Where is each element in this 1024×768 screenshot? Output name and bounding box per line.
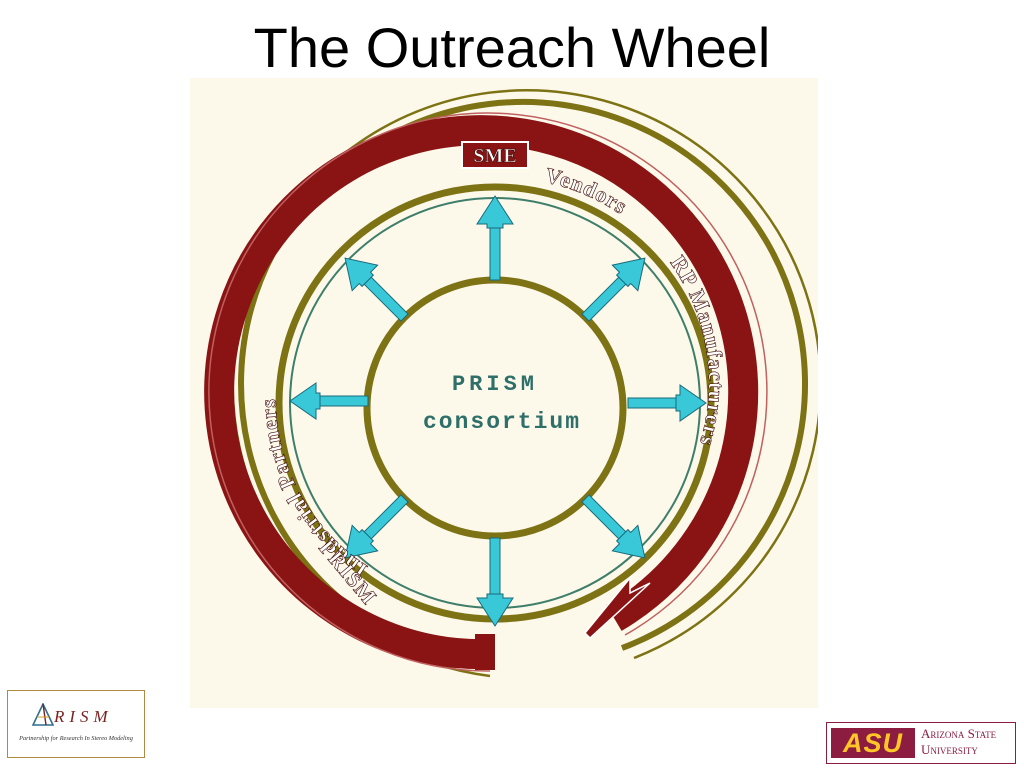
prism-logo-tagline: Partnership for Research In Stereo Model… [19, 735, 133, 742]
asu-name: Arizona State University [921, 726, 996, 758]
asu-mark-text: ASU [842, 728, 903, 758]
arrow-left [289, 382, 369, 420]
prism-logo-word: RISM [54, 707, 113, 726]
arrow-down-right [581, 494, 646, 559]
asu-name-line2: University [921, 742, 978, 757]
outreach-wheel-diagram: PRISM consortium SME Vendors RP Manufact… [190, 78, 818, 708]
radial-arrows [289, 195, 707, 627]
asu-mark: ASU [831, 728, 915, 758]
asu-logo: ASU Arizona State University [826, 722, 1016, 764]
asu-name-line1: Arizona State [921, 726, 997, 741]
arrow-up-left [344, 257, 409, 322]
red-ring-arrowhead [583, 575, 651, 640]
red-ring-edge [208, 112, 768, 672]
outer-ring-1 [238, 99, 808, 667]
arrow-down-left [344, 494, 409, 559]
outreach-wheel-svg: PRISM consortium SME Vendors RP Manufact… [190, 78, 818, 708]
arrow-up [476, 195, 514, 281]
center-text-line1: PRISM [452, 372, 538, 397]
red-ring-tail [475, 634, 495, 670]
arrow-right [627, 384, 707, 422]
prism-logo: RISM Partnership for Research In Stereo … [7, 690, 145, 758]
slide-title: The Outreach Wheel [253, 16, 771, 79]
arrow-up-right [581, 257, 646, 322]
sme-label-box: SME [461, 141, 529, 169]
center-circle [363, 276, 627, 540]
center-text-line2: consortium [423, 409, 581, 435]
red-ring-band [204, 115, 759, 670]
arrow-down [476, 537, 514, 627]
ring-label-sme: SME [473, 145, 516, 167]
prism-triangle-icon [32, 703, 54, 726]
